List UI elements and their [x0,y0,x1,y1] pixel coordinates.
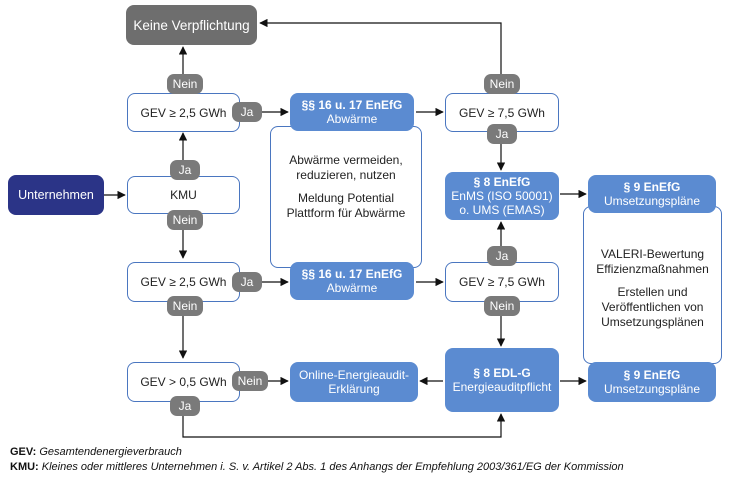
valeri-line-1: VALERI-Bewertung [600,247,705,261]
kmu-box: KMU [127,176,240,214]
ja-pill-kmu: Ja [170,160,200,180]
online-line-2: Erklärung [328,382,380,396]
arrow-gev05-edlg [182,402,506,438]
gev-0-5-box: GEV > 0,5 GWh [127,362,240,402]
enefg-16-17-top-box: §§ 16 u. 17 EnEfG Abwärme [290,93,414,131]
enefg-9-top-sub: Umsetzungspläne [603,194,701,208]
unternehmen-box: Unternehmen [8,175,104,215]
enefg-16-17-top-sub: Abwärme [326,112,378,126]
online-line-1: Online-Energieaudit- [298,368,410,382]
enefg-9-top-title: § 9 EnEfG [623,180,681,194]
valeri-line-4: Veröffentlichen von [601,300,704,314]
enefg-8-title: § 8 EnEfG [473,175,531,189]
ja-pill-gev75-mid: Ja [487,246,517,266]
abwaerme-line-2: reduzieren, nutzen [296,168,396,182]
legend-kmu-key: KMU: [10,461,39,473]
nein-pill-gev75-top: Nein [484,74,520,94]
enefg-16-17-mid-box: §§ 16 u. 17 EnEfG Abwärme [290,262,414,300]
nein-pill-gev25-mid: Nein [167,296,203,316]
valeri-line-5: Umsetzungsplänen [601,315,704,329]
ja-pill-gev05: Ja [170,396,200,416]
ja-pill-gev25-top: Ja [232,102,262,122]
enefg-9-bottom-box: § 9 EnEfG Umsetzungspläne [588,362,716,402]
online-energieaudit-box: Online-Energieaudit- Erklärung [290,362,418,402]
abwaerme-line-1: Abwärme vermeiden, [289,153,403,167]
valeri-line-3: Erstellen und [617,285,688,299]
valeri-panel: VALERI-Bewertung Effizienzmaßnahmen Erst… [583,206,722,364]
nein-pill-kmu: Nein [167,210,203,230]
enefg-9-bottom-title: § 9 EnEfG [623,368,681,382]
edlg-sub: Energieauditpflicht [452,380,552,394]
nein-pill-gev25-top: Nein [167,74,203,94]
enefg-8-line-2: o. UMS (EMAS) [459,203,545,217]
legend-gev-key: GEV: [10,446,37,458]
ja-pill-gev25-mid: Ja [232,272,262,292]
legend-kmu-text: Kleines oder mittleres Unternehmen i. S.… [41,461,624,473]
abwaerme-line-3: Meldung Potential [297,191,395,205]
enefg-16-17-top-title: §§ 16 u. 17 EnEfG [301,98,403,112]
edlg-box: § 8 EDL-G Energieauditpflicht [445,348,559,412]
enefg-8-box: § 8 EnEfG EnMS (ISO 50001) o. UMS (EMAS) [445,172,559,220]
ja-pill-gev75-top: Ja [487,124,517,144]
edlg-title: § 8 EDL-G [473,366,531,380]
nein-pill-gev75-mid: Nein [484,296,520,316]
gev-7-5-top-box: GEV ≥ 7,5 GWh [445,93,559,132]
legend-kmu: KMU: Kleines oder mittleres Unternehmen … [10,461,624,473]
legend-gev-text: Gesamtendenergieverbrauch [39,446,182,458]
legend-gev: GEV: Gesamtendenergieverbrauch [10,446,182,458]
arrow-gev75-keine [259,18,502,93]
keine-verpflichtung-box: Keine Verpflichtung [126,5,257,45]
enefg-9-bottom-sub: Umsetzungspläne [603,382,701,396]
nein-pill-gev05: Nein [232,371,268,391]
gev-2-5-top-box: GEV ≥ 2,5 GWh [127,93,240,132]
enefg-16-17-mid-sub: Abwärme [326,281,378,295]
enefg-16-17-mid-title: §§ 16 u. 17 EnEfG [301,267,403,281]
abwaerme-line-4: Plattform für Abwärme [286,206,406,220]
valeri-line-2: Effizienzmaßnahmen [596,262,709,276]
enefg-8-line-1: EnMS (ISO 50001) [451,189,553,203]
enefg-9-top-box: § 9 EnEfG Umsetzungspläne [588,175,716,213]
gev-7-5-mid-box: GEV ≥ 7,5 GWh [445,262,559,302]
abwaerme-panel: Abwärme vermeiden, reduzieren, nutzen Me… [270,126,422,268]
